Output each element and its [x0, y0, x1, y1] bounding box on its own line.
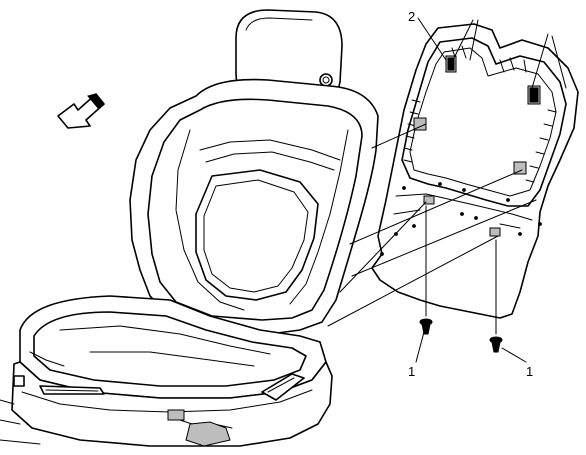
- front-seat: [0, 9, 379, 447]
- seat-track-cover: [185, 421, 231, 447]
- retainer-clip-body: [529, 87, 539, 103]
- seatback: [129, 78, 379, 335]
- callout-label-1-right: 1: [526, 364, 533, 379]
- leader-lines: [327, 17, 567, 363]
- callout-label-1-left: 1: [408, 364, 415, 379]
- seat-switch-small: [13, 375, 25, 387]
- seatback-center-panel: [195, 169, 319, 301]
- retainer-clip-body: [447, 57, 455, 71]
- screw-boss: [423, 195, 435, 205]
- retainer-clip: [513, 161, 527, 175]
- recline-switch: [261, 373, 305, 401]
- callout-label-2: 2: [408, 9, 415, 24]
- seatback-rear-panel: [371, 23, 579, 319]
- arrow-front-icon: [57, 93, 105, 129]
- push-pin-fastener-left: [419, 318, 433, 335]
- push-pin-fastener-right: [489, 336, 503, 353]
- lumbar-switch: [167, 409, 185, 421]
- screw-boss: [489, 227, 501, 237]
- headrest-release-button: [319, 73, 333, 87]
